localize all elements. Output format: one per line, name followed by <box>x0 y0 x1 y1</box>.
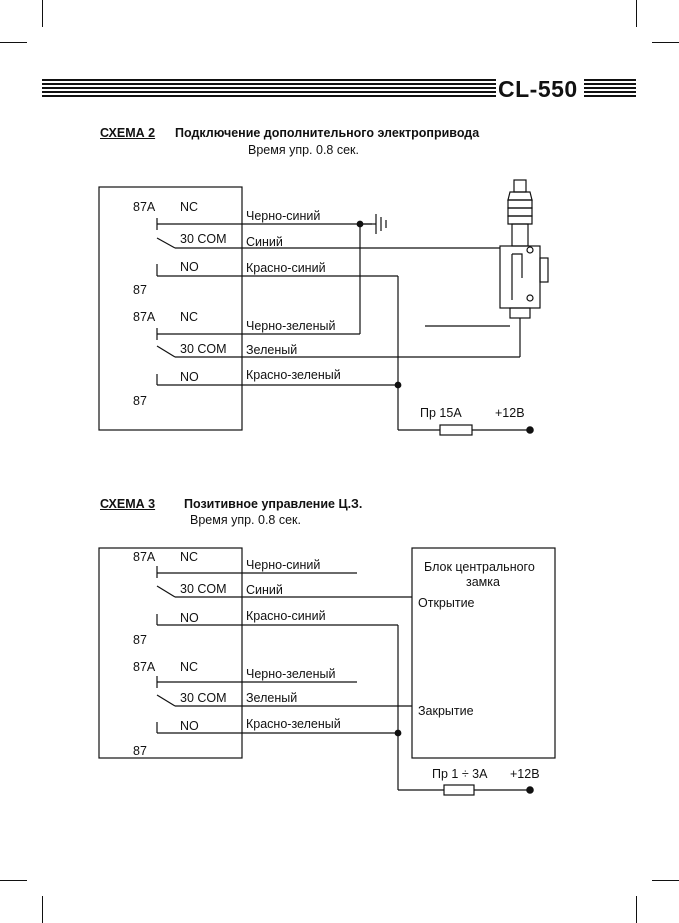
block-title: замка <box>466 575 500 589</box>
relay-no-label: NO <box>180 719 199 733</box>
relay-87-label: 87 <box>133 633 147 647</box>
wire-label: Черно-зеленый <box>246 319 336 333</box>
relay-nc-label: NC <box>180 310 199 324</box>
fuse-label: Пр 1 ÷ 3А <box>432 767 488 781</box>
crop-mark <box>42 0 43 27</box>
scheme3-title: Позитивное управление Ц.З. <box>184 497 363 511</box>
wire-label: Синий <box>246 583 283 597</box>
relay-no-label: NO <box>180 611 199 625</box>
central-lock-block <box>411 547 556 759</box>
scheme3-subtitle: Время упр. 0.8 сек. <box>190 513 301 527</box>
relay-com-label: 30 COM <box>180 691 227 705</box>
wire-label: Красно-синий <box>246 609 326 623</box>
crop-mark <box>0 880 27 881</box>
open-terminal-label: Открытие <box>418 596 475 610</box>
wire-label: Черно-зеленый <box>246 667 336 681</box>
relay-block <box>98 186 243 431</box>
wire-label: Красно-синий <box>246 261 326 275</box>
relay-nc-label: NC <box>180 200 199 214</box>
relay-87-label: 87 <box>133 394 147 408</box>
fuse-icon <box>439 424 473 436</box>
wire-label: Черно-синий <box>246 209 321 223</box>
relay-contact <box>156 218 242 277</box>
scheme3-label: СХЕМА 3 <box>100 497 156 511</box>
wire-label: Синий <box>246 235 283 249</box>
crop-mark <box>42 896 43 923</box>
scheme2-title: Подключение дополнительного электроприво… <box>175 126 480 140</box>
relay-87a-label: 87A <box>133 200 156 214</box>
relay-87a-label: 87A <box>133 310 156 324</box>
relay-contact <box>156 566 242 626</box>
wire-label: Черно-синий <box>246 558 321 572</box>
close-terminal-label: Закрытие <box>418 704 474 718</box>
block-title: Блок центрального <box>424 560 535 574</box>
relay-nc-label: NC <box>180 550 199 564</box>
crop-mark <box>636 0 637 27</box>
relay-com-label: 30 COM <box>180 582 227 596</box>
crop-mark <box>652 880 679 881</box>
model-logo: CL-550 <box>498 76 578 102</box>
crop-mark <box>652 42 679 43</box>
relay-com-label: 30 COM <box>180 232 227 246</box>
header-rule-right <box>584 79 636 99</box>
header-rule <box>42 79 496 99</box>
power-label: +12В <box>510 767 540 781</box>
relay-no-label: NO <box>180 260 199 274</box>
relay-no-label: NO <box>180 370 199 384</box>
wire-label: Красно-зеленый <box>246 368 341 382</box>
power-label: +12В <box>495 406 525 420</box>
relay-contact <box>156 676 242 734</box>
fuse-label: Пр 15А <box>420 406 462 420</box>
actuator-icon <box>499 179 549 319</box>
scheme2-label: СХЕМА 2 <box>100 126 156 140</box>
wire-label: Красно-зеленый <box>246 717 341 731</box>
crop-mark <box>636 896 637 923</box>
scheme2-subtitle: Время упр. 0.8 сек. <box>248 143 359 157</box>
relay-block <box>98 547 243 759</box>
wire-label: Зеленый <box>246 343 298 357</box>
fuse-icon <box>443 784 475 796</box>
junction-dot <box>394 729 402 737</box>
relay-contact <box>156 328 242 386</box>
relay-87a-label: 87A <box>133 550 156 564</box>
junction-dot <box>356 220 364 228</box>
relay-com-label: 30 COM <box>180 342 227 356</box>
relay-87a-label: 87A <box>133 660 156 674</box>
relay-87-label: 87 <box>133 283 147 297</box>
crop-mark <box>0 42 27 43</box>
power-terminal <box>526 786 534 794</box>
relay-nc-label: NC <box>180 660 199 674</box>
relay-87-label: 87 <box>133 744 147 758</box>
ground-icon <box>360 214 387 234</box>
power-terminal <box>526 426 534 434</box>
wire-label: Зеленый <box>246 691 298 705</box>
junction-dot <box>394 381 402 389</box>
